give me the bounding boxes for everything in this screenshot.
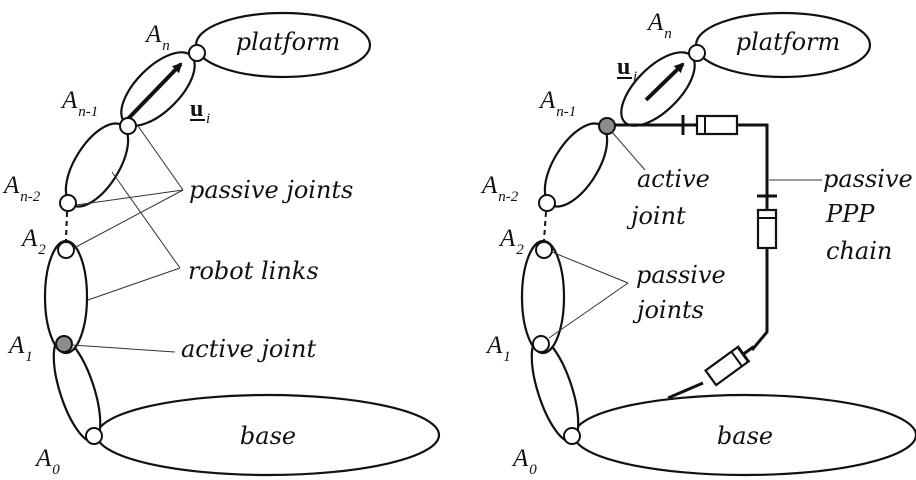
right-passive-joints-line2: joints [632, 296, 704, 324]
joint-an1 [119, 117, 137, 135]
joint-a0 [85, 427, 103, 445]
prismatic-joint-diagonal [703, 345, 755, 387]
right-active-joint-line2: joint [626, 202, 686, 230]
label-a0: A0 [34, 445, 60, 478]
right-passive-chain-line3: chain [826, 237, 892, 265]
left-platform: platform [194, 11, 372, 79]
left-platform-label: platform [236, 28, 341, 56]
left-vector-label: u [190, 96, 203, 122]
left-base: base [95, 393, 441, 477]
right-platform-label: platform [736, 28, 841, 56]
r-label-a1: A1 [485, 332, 511, 365]
r-link-a1-a2 [520, 239, 566, 355]
left-direction-arrow [121, 62, 183, 126]
r-label-a2: A2 [498, 225, 524, 258]
r-label-an1: An-1 [538, 87, 576, 120]
r-joint-an1-active [598, 117, 616, 135]
prismatic-joint-horizontal [681, 114, 739, 136]
joint-a2 [57, 241, 75, 259]
right-leader-lines [548, 131, 822, 339]
r-joint-an2 [538, 194, 556, 212]
right-base-label: base [717, 422, 773, 450]
joint-an2 [59, 194, 77, 212]
right-panel: base platform u i [480, 9, 916, 478]
left-active-joint-label: active joint [181, 335, 316, 363]
label-an1: An-1 [60, 87, 98, 120]
right-robot-links [520, 51, 696, 443]
right-vector-sub: i [633, 69, 637, 85]
r-joint-a1 [532, 335, 550, 353]
right-passive-chain-line2: PPP [825, 200, 875, 228]
right-passive-chain-line1: passive [823, 165, 913, 193]
r-label-an: An [646, 9, 672, 42]
left-robot-links-label: robot links [188, 257, 319, 285]
left-vector-sub: i [206, 111, 210, 127]
r-joint-a0 [563, 427, 581, 445]
right-base: base [572, 393, 916, 477]
dashed-omission [65, 211, 68, 241]
right-joints [532, 44, 706, 445]
r-joint-a2 [535, 241, 553, 259]
r-label-a0: A0 [511, 445, 537, 478]
label-a2: A2 [20, 225, 46, 258]
joint-a1-active [55, 335, 73, 353]
passive-ppp-chain [614, 114, 778, 400]
left-base-label: base [240, 422, 296, 450]
right-passive-joints-line1: passive [636, 261, 726, 289]
right-vector-label: u [617, 54, 630, 80]
left-joint-labels: An An-1 An-2 A2 A1 A0 [2, 21, 170, 478]
label-an: An [144, 21, 170, 54]
r-joint-an [688, 44, 706, 62]
r-label-an2: An-2 [480, 172, 519, 205]
label-a1: A1 [7, 332, 33, 365]
right-platform: platform [694, 11, 872, 79]
left-joints [55, 44, 206, 445]
left-passive-joints-label: passive joints [189, 176, 353, 204]
r-dashed-omission [543, 211, 547, 241]
label-an2: An-2 [2, 172, 41, 205]
joint-an [188, 44, 206, 62]
right-joint-labels: An An-1 An-2 A2 A1 A0 [480, 9, 672, 478]
right-active-joint-line1: active [637, 165, 710, 193]
right-direction-arrow [644, 62, 685, 102]
left-leader-lines [71, 125, 184, 353]
prismatic-joint-vertical [756, 194, 778, 250]
left-panel: base platform u i [2, 11, 441, 478]
